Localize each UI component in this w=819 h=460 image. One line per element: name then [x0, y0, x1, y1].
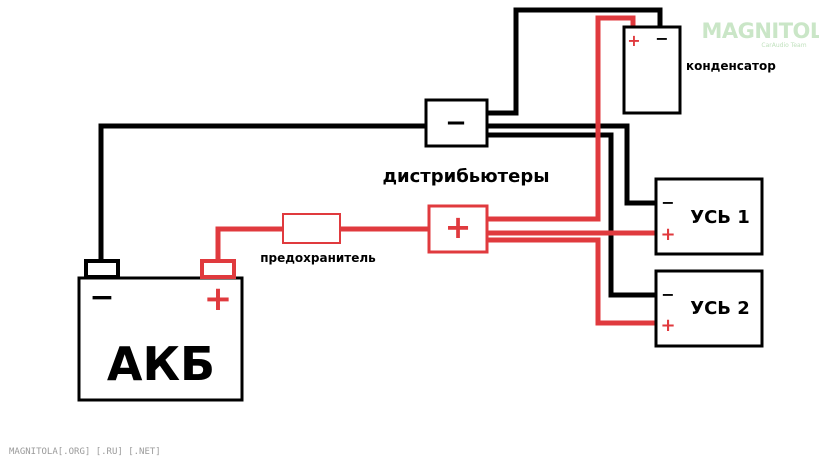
fuse: предохранитель	[260, 213, 376, 265]
battery-plus-sign: +	[204, 279, 233, 319]
battery-body	[77, 276, 244, 402]
amp1-minus-sign: −	[661, 193, 674, 212]
capacitor-body	[622, 25, 682, 115]
wire-distributor-to-capacitor	[487, 7, 663, 116]
battery-minus-sign: −	[89, 280, 114, 315]
amp2-body	[654, 269, 764, 348]
amp1-body	[654, 177, 764, 256]
amp2-label: УСЬ 2	[690, 298, 750, 319]
battery: − + АКБ	[77, 259, 244, 402]
watermark-footer: MAGNITOLA[.ORG] [.RU] [.NET]	[9, 447, 161, 457]
distributor-positive	[427, 204, 489, 254]
watermark-tagline: CarAudio Team	[761, 42, 806, 49]
watermark-logo: MAGNITOLA CarAudio Team	[701, 19, 819, 49]
battery-plus-terminal	[200, 259, 236, 279]
amp1-plus-sign: +	[660, 224, 675, 245]
distributor-negative-sign: −	[445, 108, 467, 138]
negative-wires	[98, 7, 663, 298]
positive-wires	[215, 15, 656, 326]
amp1-label: УСЬ 1	[690, 207, 750, 228]
watermark-logo-text: MAGNITOLA	[701, 19, 819, 43]
wire-battery-plus-to-fuse	[215, 226, 283, 262]
amp2-minus-sign: −	[661, 285, 674, 304]
wire-distributor-to-amp2-plus	[487, 237, 656, 326]
capacitor: + − конденсатор	[622, 25, 776, 115]
fuse-body	[282, 213, 341, 244]
distributors-label: дистрибьютеры	[382, 166, 549, 187]
wire-battery-minus-to-distributor	[98, 123, 426, 262]
capacitor-label: конденсатор	[686, 59, 776, 73]
fuse-label: предохранитель	[260, 251, 376, 265]
wire-distributor-to-amp1	[487, 123, 656, 206]
distributor-negative	[424, 98, 489, 148]
battery-label: АКБ	[107, 337, 215, 391]
amplifier-2: − + УСЬ 2	[654, 269, 764, 348]
capacitor-minus-sign: −	[655, 29, 668, 48]
wire-distributor-to-amp2	[487, 132, 656, 298]
distributors: − + дистрибьютеры	[382, 98, 550, 254]
battery-minus-terminal	[84, 259, 120, 279]
amplifier-1: − + УСЬ 1	[654, 177, 764, 256]
capacitor-plus-sign: +	[627, 31, 640, 50]
amp2-plus-sign: +	[660, 315, 675, 336]
wire-distributor-to-capacitor-plus	[487, 15, 636, 222]
distributor-positive-sign: +	[445, 208, 472, 246]
